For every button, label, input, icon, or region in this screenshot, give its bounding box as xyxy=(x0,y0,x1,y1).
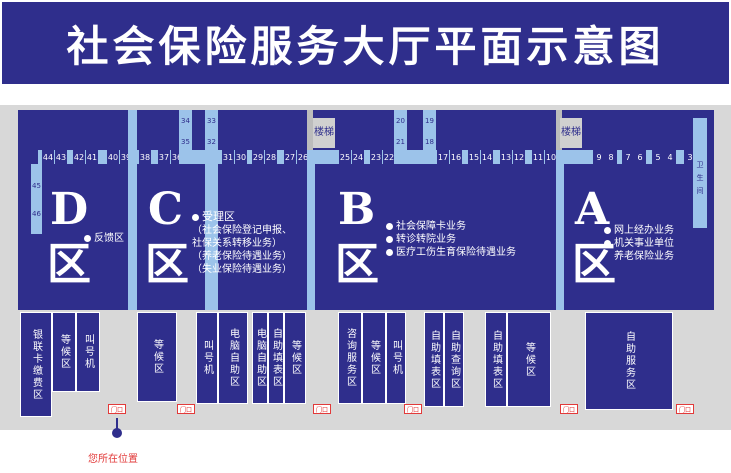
counter-11: 11 xyxy=(532,150,545,164)
bullet-icon xyxy=(604,226,611,234)
bullet-icon xyxy=(386,235,393,243)
door-icon: 门口 xyxy=(676,404,694,414)
counter-29: 29 xyxy=(252,150,265,164)
room-computer-self-service: 电脑自助区 xyxy=(218,312,248,404)
zone-b-services: 社会保障卡业务 转诊转院业务 医疗工伤生育保险待遇业务 xyxy=(386,220,516,259)
counter-19: 19 xyxy=(425,117,434,125)
room-self-form-fill: 自助填表区 xyxy=(268,312,284,404)
bullet-icon xyxy=(84,234,91,242)
room-consultation: 咨询服务区 xyxy=(338,312,362,404)
counter-45: 45 xyxy=(32,182,41,190)
counter-42: 42 xyxy=(73,150,86,164)
counter-28: 28 xyxy=(265,150,278,164)
counter-31: 31 xyxy=(222,150,235,164)
counter-46: 46 xyxy=(32,210,41,218)
door-icon: 门口 xyxy=(404,404,422,414)
page-title: 社会保险服务大厅平面示意图 xyxy=(2,2,729,84)
zone-c-letter: C xyxy=(148,184,184,235)
zone-c-services: 受理区 （社会保险登记申报、 社保关系转移业务） （养老保险待遇业务） （失业保… xyxy=(192,210,292,275)
room-ticket-machine: 叫号机 xyxy=(196,312,218,404)
counter-column-cb xyxy=(205,110,218,310)
room-ticket-machine: 叫号机 xyxy=(386,312,406,404)
counter-37: 37 xyxy=(158,150,171,164)
zone-b-qu: 区 xyxy=(335,239,379,290)
counter-column-bl xyxy=(307,150,315,310)
counter-44: 44 xyxy=(42,150,55,164)
counter-18: 18 xyxy=(425,138,434,146)
location-dot-icon xyxy=(112,428,122,438)
bullet-icon xyxy=(604,239,611,247)
room-bank-card-payment: 银联卡缴费区 xyxy=(20,312,52,417)
counter-strip xyxy=(38,150,693,164)
door-icon: 门口 xyxy=(177,404,195,414)
room-waiting: 等候区 xyxy=(362,312,386,404)
counter-30: 30 xyxy=(235,150,248,164)
zone-a-services: 网上经办业务 机关事业单位 养老保险业务 xyxy=(604,224,674,263)
room-self-query: 自助查询区 xyxy=(444,312,464,407)
counter-20: 20 xyxy=(396,117,405,125)
counter-16: 16 xyxy=(450,150,463,164)
location-pin-icon xyxy=(116,418,118,432)
counter-column-cd xyxy=(128,110,137,310)
counter-13: 13 xyxy=(500,150,513,164)
counter-21: 21 xyxy=(396,138,405,146)
room-waiting: 等候区 xyxy=(507,312,551,407)
room-waiting: 等候区 xyxy=(52,312,76,392)
counter-17: 17 xyxy=(437,150,450,164)
zone-c-area xyxy=(137,110,307,310)
counter-column-ab xyxy=(556,150,564,310)
counter-14: 14 xyxy=(481,150,494,164)
room-ticket-machine: 叫号机 xyxy=(76,312,100,392)
stairs-b: 楼梯 xyxy=(313,118,335,148)
room-self-form-fill: 自助填表区 xyxy=(485,312,507,407)
bullet-icon xyxy=(192,213,199,221)
counter-27: 27 xyxy=(284,150,297,164)
room-waiting: 等候区 xyxy=(137,312,177,402)
zone-a-letter: A xyxy=(575,184,610,235)
counter-15: 15 xyxy=(468,150,481,164)
room-waiting: 等候区 xyxy=(284,312,306,404)
zone-d-letter: D xyxy=(50,184,89,235)
counter-column-d xyxy=(31,164,42,234)
room-self-form-fill: 自助填表区 xyxy=(424,312,444,407)
counter-33: 33 xyxy=(207,117,216,125)
door-icon: 门口 xyxy=(108,404,126,414)
bullet-icon xyxy=(386,248,393,256)
counter-4: 4 xyxy=(664,150,677,164)
counter-column-c xyxy=(179,110,192,164)
bullet-icon xyxy=(386,222,393,230)
door-icon: 门口 xyxy=(313,404,331,414)
counter-24: 24 xyxy=(352,150,365,164)
counter-32: 32 xyxy=(207,138,216,146)
counter-41: 41 xyxy=(86,150,99,164)
counter-column-b xyxy=(394,110,407,164)
counter-25: 25 xyxy=(339,150,352,164)
zone-d-service: 反馈区 xyxy=(84,232,124,245)
room-self-service: 自助服务区 xyxy=(585,312,673,410)
counter-34: 34 xyxy=(181,117,190,125)
counter-43: 43 xyxy=(55,150,68,164)
zone-b-letter: B xyxy=(338,184,376,235)
restroom-label: 卫生间 xyxy=(696,160,704,200)
counter-6: 6 xyxy=(634,150,647,164)
counter-23: 23 xyxy=(370,150,383,164)
counter-12: 12 xyxy=(513,150,526,164)
zone-a-area xyxy=(562,110,714,310)
counter-35: 35 xyxy=(181,138,190,146)
stairs-a: 楼梯 xyxy=(560,118,582,148)
room-computer-self-service: 电脑自助区 xyxy=(252,312,268,404)
zone-d-qu: 区 xyxy=(47,239,91,290)
counter-40: 40 xyxy=(107,150,120,164)
counter-column-b2 xyxy=(423,110,436,164)
restroom xyxy=(693,118,707,228)
counter-38: 38 xyxy=(139,150,152,164)
door-icon: 门口 xyxy=(560,404,578,414)
zone-a-qu: 区 xyxy=(572,239,616,290)
you-are-here-label: 您所在位置 xyxy=(88,454,138,465)
counter-8: 8 xyxy=(605,150,618,164)
zone-c-qu: 区 xyxy=(145,239,189,290)
